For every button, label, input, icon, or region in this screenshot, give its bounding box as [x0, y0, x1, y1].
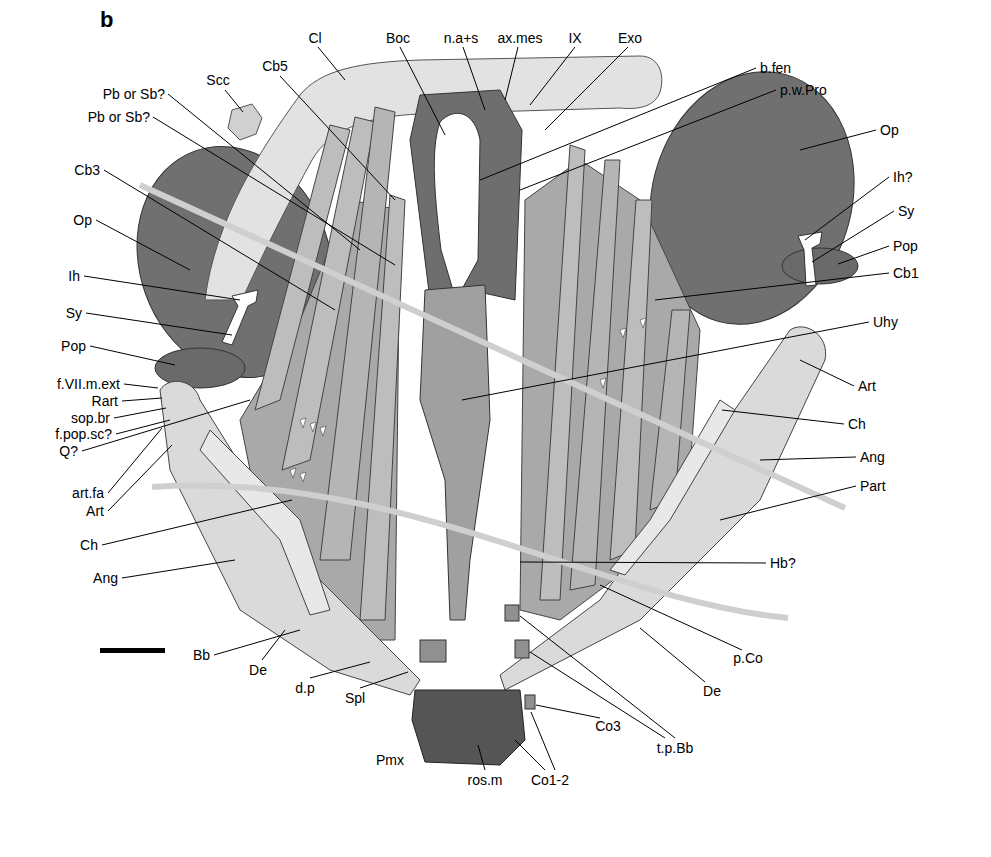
part-label: Uhy [873, 314, 898, 330]
gill-arch [610, 200, 652, 560]
tooth-plate [515, 640, 529, 658]
coronoid [525, 695, 535, 709]
part-label: t.p.Bb [657, 740, 694, 756]
part-label: Op [880, 122, 899, 138]
part-label: Ch [80, 537, 98, 553]
leader-lines [82, 47, 894, 770]
part-label: Exo [618, 30, 642, 46]
part-label: IX [568, 30, 581, 46]
part-label: Spl [345, 690, 365, 706]
part-label: p.Co [733, 650, 763, 666]
part-label: Ih? [893, 169, 912, 185]
part-label: Sy [66, 305, 82, 321]
part-label: f.VII.m.ext [57, 376, 120, 392]
part-label: ax.mes [497, 30, 542, 46]
premaxilla [412, 690, 525, 765]
panel-letter: b [100, 8, 113, 32]
part-label: art.fa [72, 485, 104, 501]
part-label: Pb or Sb? [103, 86, 165, 102]
part-label: Co3 [595, 718, 621, 734]
part-label: Op [73, 212, 92, 228]
part-label: De [249, 662, 267, 678]
part-label: Ang [93, 570, 118, 586]
part-label: Hb? [770, 555, 796, 571]
part-label: Part [860, 478, 886, 494]
part-label: sop.br [71, 410, 110, 426]
part-label: Co1-2 [531, 772, 569, 788]
scapulocoracoid [228, 104, 262, 140]
part-label: Art [858, 378, 876, 394]
part-label: Pmx [376, 752, 404, 768]
preopercle [155, 348, 245, 388]
part-label: n.a+s [444, 30, 479, 46]
part-label: Ih [68, 268, 80, 284]
gill-arch [360, 195, 405, 620]
part-label: Pop [61, 338, 86, 354]
preopercle [782, 248, 858, 284]
part-label: De [703, 683, 721, 699]
part-label: Cb3 [74, 162, 100, 178]
crack [152, 485, 788, 618]
part-label: Ang [860, 449, 885, 465]
part-label: p.w.Pro [780, 82, 827, 98]
part-label: Sy [898, 203, 914, 219]
part-label: d.p [295, 680, 314, 696]
urohyal [420, 285, 490, 620]
part-label: b.fen [760, 60, 791, 76]
interhyal [798, 232, 822, 286]
scale-bar [100, 648, 165, 653]
tooth-plate [505, 605, 519, 621]
part-label: Rart [92, 393, 118, 409]
part-label: ros.m [468, 772, 503, 788]
part-label: Cl [308, 30, 321, 46]
fenestra [434, 113, 480, 300]
part-label: Ch [848, 416, 866, 432]
basibranchial [420, 640, 446, 662]
part-label: Bb [193, 647, 210, 663]
part-label: Cb5 [262, 58, 288, 74]
part-label: f.pop.sc? [55, 426, 112, 442]
part-label: Pop [893, 238, 918, 254]
basioccipital [410, 90, 522, 300]
part-label: Pb or Sb? [88, 109, 150, 125]
ceratohyal [200, 430, 330, 615]
part-label: Cb1 [893, 265, 919, 281]
part-label: Art [86, 503, 104, 519]
part-label: Boc [386, 30, 410, 46]
part-label: Q? [59, 443, 78, 459]
lower-jaw [160, 381, 420, 695]
lower-jaw [500, 327, 826, 690]
part-label: Scc [206, 72, 229, 88]
